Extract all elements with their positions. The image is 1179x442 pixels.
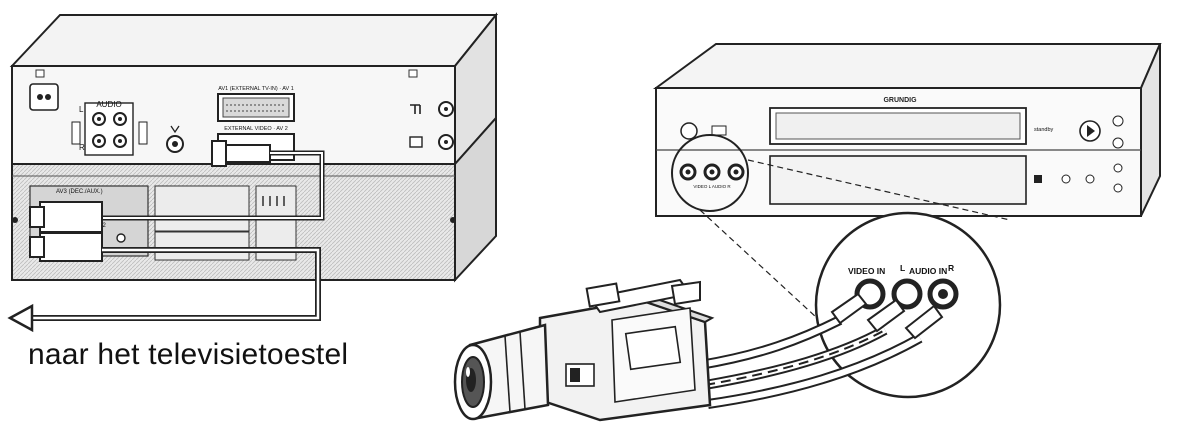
front-panel-device: GRUNDIG standby VIDEO L AUDIO R <box>652 43 1162 217</box>
audio-right-label: R <box>79 143 85 152</box>
tv-output-arrow <box>7 247 321 333</box>
av1-label: AV1 (EXTERNAL TV-IN) · AV 1 <box>218 86 294 92</box>
front-jacks-label: VIDEO L AUDIO R <box>693 184 731 189</box>
front-av-jacks: VIDEO L AUDIO R <box>671 134 749 212</box>
slot-label: AV3 (DEC./AUX.) <box>56 189 103 195</box>
play-icon <box>1087 125 1095 137</box>
rf-jacks <box>409 101 454 150</box>
av2-label: EXTERNAL VIDEO · AV 2 <box>224 126 288 132</box>
audio-label: AUDIO <box>96 100 121 109</box>
camcorder <box>453 278 715 422</box>
scart-cable <box>29 140 325 262</box>
brand-logo: GRUNDIG <box>883 97 917 104</box>
zoom-detail-circle: VIDEO IN L AUDIO IN R <box>814 211 1002 399</box>
audio-left-label: L <box>79 105 84 114</box>
audio-in-label: AUDIO IN <box>909 266 947 276</box>
antenna-jack-icon <box>166 125 184 153</box>
l-label: L <box>900 263 905 273</box>
rca-cables <box>699 292 944 409</box>
standby-label: standby <box>1034 127 1054 133</box>
r-label: R <box>948 263 954 273</box>
rear-panel-device: AUDIO L R AV1 (EXTERNAL TV-IN) · AV 1 EX… <box>7 12 499 333</box>
zoom-guide-lines <box>699 159 1011 331</box>
scart-socket-av1: AV1 (EXTERNAL TV-IN) · AV 1 <box>217 86 295 122</box>
audio-output-panel: AUDIO L R <box>71 100 148 156</box>
power-socket-icon <box>29 83 59 111</box>
tv-direction-caption: naar het televisietoestel <box>28 338 349 371</box>
video-in-label: VIDEO IN <box>848 266 885 276</box>
